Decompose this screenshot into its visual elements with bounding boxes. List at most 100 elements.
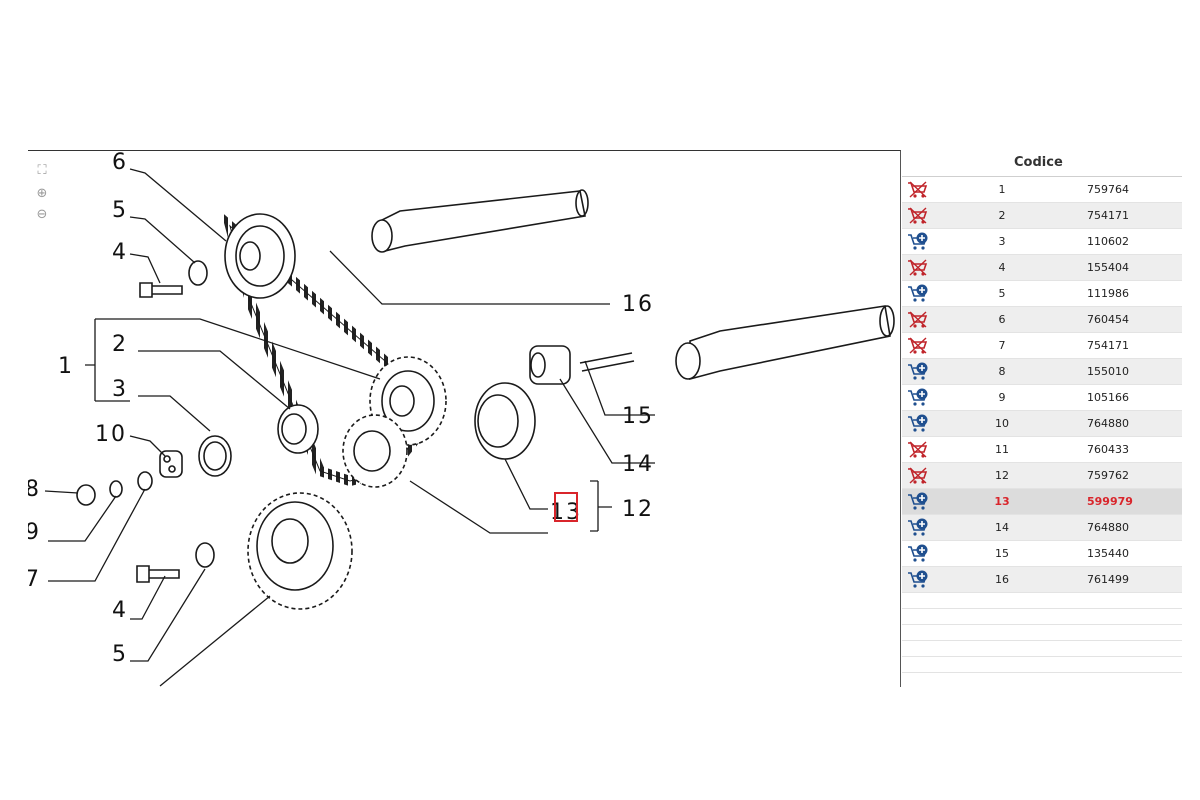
empty-row xyxy=(902,609,1182,625)
washer-part-7 xyxy=(137,471,153,491)
part-number: 2 xyxy=(998,209,1006,222)
table-row[interactable]: 7 754171 xyxy=(902,333,1182,359)
washer-part-9 xyxy=(109,480,123,498)
table-row[interactable]: 9 105166 xyxy=(902,385,1182,411)
table-row[interactable]: 6 760454 xyxy=(902,307,1182,333)
part-code: 155010 xyxy=(1087,365,1129,378)
shaft-lower xyxy=(689,305,891,381)
exploded-diagram[interactable]: ⛶ ⊕ ⊖ xyxy=(28,150,901,687)
table-row[interactable]: 12 759762 xyxy=(902,463,1182,489)
table-row[interactable]: 13 599979 xyxy=(902,489,1182,515)
table-header: Codice xyxy=(902,146,1182,177)
zoom-in-icon[interactable]: ⊕ xyxy=(36,185,48,201)
add-to-cart-icon[interactable] xyxy=(907,543,929,564)
bearing-part-2 xyxy=(277,404,319,454)
callout-4[interactable]: 4 xyxy=(112,598,128,623)
callout-10[interactable]: 10 xyxy=(95,422,127,447)
callout-3[interactable]: 3 xyxy=(112,377,128,402)
callout-7[interactable]: 7 xyxy=(28,567,41,592)
table-row[interactable]: 8 155010 xyxy=(902,359,1182,385)
selected-callout-box xyxy=(554,492,578,522)
table-row[interactable]: 16 761499 xyxy=(902,567,1182,593)
table-row[interactable]: 4 155404 xyxy=(902,255,1182,281)
callout-12[interactable]: 12 xyxy=(622,497,654,522)
part-number: 8 xyxy=(998,365,1006,378)
part-number: 13 xyxy=(994,495,1010,508)
part-code: 155404 xyxy=(1087,261,1129,274)
callout-16[interactable]: 16 xyxy=(622,292,654,317)
callout-4[interactable]: 4 xyxy=(112,240,128,265)
part-code: 764880 xyxy=(1087,521,1129,534)
empty-row xyxy=(902,673,1182,686)
add-to-cart-icon[interactable] xyxy=(907,517,929,538)
part-number: 9 xyxy=(998,391,1006,404)
part-number: 15 xyxy=(995,547,1009,560)
table-row[interactable]: 15 135440 xyxy=(902,541,1182,567)
part-code: 599979 xyxy=(1087,495,1133,508)
remove-from-cart-icon[interactable] xyxy=(907,335,929,356)
stud-part-15 xyxy=(579,352,635,372)
table-row[interactable]: 5 111986 xyxy=(902,281,1182,307)
part-number: 7 xyxy=(998,339,1006,352)
parts-drawing: 65416123108971514131245 xyxy=(28,151,895,687)
part-code: 760433 xyxy=(1087,443,1129,456)
empty-row xyxy=(902,593,1182,609)
callout-8[interactable]: 8 xyxy=(28,477,41,502)
callout-5[interactable]: 5 xyxy=(112,198,128,223)
code-column-header: Codice xyxy=(1014,155,1063,170)
table-row[interactable]: 14 764880 xyxy=(902,515,1182,541)
zoom-out-icon[interactable]: ⊖ xyxy=(36,206,48,222)
empty-row xyxy=(902,625,1182,641)
add-to-cart-icon[interactable] xyxy=(907,491,929,512)
part-number: 10 xyxy=(995,417,1009,430)
table-row[interactable]: 2 754171 xyxy=(902,203,1182,229)
snap-ring xyxy=(198,435,232,477)
remove-from-cart-icon[interactable] xyxy=(907,465,929,486)
remove-from-cart-icon[interactable] xyxy=(907,257,929,278)
table-row[interactable]: 3 110602 xyxy=(902,229,1182,255)
fit-view-icon[interactable]: ⛶ xyxy=(37,162,47,178)
part-code: 761499 xyxy=(1087,573,1129,586)
part-code: 754171 xyxy=(1087,209,1129,222)
part-number: 16 xyxy=(995,573,1009,586)
shaft-upper xyxy=(379,190,586,252)
remove-from-cart-icon[interactable] xyxy=(907,179,929,200)
part-code: 110602 xyxy=(1087,235,1129,248)
remove-from-cart-icon[interactable] xyxy=(907,309,929,330)
add-to-cart-icon[interactable] xyxy=(907,569,929,590)
part-code: 111986 xyxy=(1087,287,1129,300)
parts-table: Codice 1 759764 2 754171 3 110602 4 xyxy=(902,146,1182,686)
callout-14[interactable]: 14 xyxy=(622,452,654,477)
add-to-cart-icon[interactable] xyxy=(907,413,929,434)
remove-from-cart-icon[interactable] xyxy=(907,205,929,226)
add-to-cart-icon[interactable] xyxy=(907,231,929,252)
callout-9[interactable]: 9 xyxy=(28,520,41,545)
nut-part-8 xyxy=(76,484,96,506)
part-number: 3 xyxy=(998,235,1006,248)
callout-2[interactable]: 2 xyxy=(112,332,128,357)
add-to-cart-icon[interactable] xyxy=(907,283,929,304)
part-number: 12 xyxy=(995,469,1009,482)
part-number: 6 xyxy=(998,313,1006,326)
spacer-part-10 xyxy=(159,450,183,478)
add-to-cart-icon[interactable] xyxy=(907,361,929,382)
callout-5[interactable]: 5 xyxy=(112,642,128,667)
bushing-part-14 xyxy=(529,345,571,385)
empty-row xyxy=(902,657,1182,673)
callout-1[interactable]: 1 xyxy=(58,354,74,379)
part-code: 105166 xyxy=(1087,391,1129,404)
table-row[interactable]: 10 764880 xyxy=(902,411,1182,437)
washer-lower xyxy=(195,542,215,568)
table-row[interactable]: 1 759764 xyxy=(902,177,1182,203)
part-code: 135440 xyxy=(1087,547,1129,560)
part-number: 4 xyxy=(998,261,1006,274)
part-code: 759764 xyxy=(1087,183,1129,196)
part-code: 760454 xyxy=(1087,313,1129,326)
add-to-cart-icon[interactable] xyxy=(907,387,929,408)
part-number: 1 xyxy=(998,183,1006,196)
table-row[interactable]: 11 760433 xyxy=(902,437,1182,463)
remove-from-cart-icon[interactable] xyxy=(907,439,929,460)
bolt-upper xyxy=(139,282,183,298)
callout-6[interactable]: 6 xyxy=(112,151,128,175)
callout-15[interactable]: 15 xyxy=(622,404,654,429)
